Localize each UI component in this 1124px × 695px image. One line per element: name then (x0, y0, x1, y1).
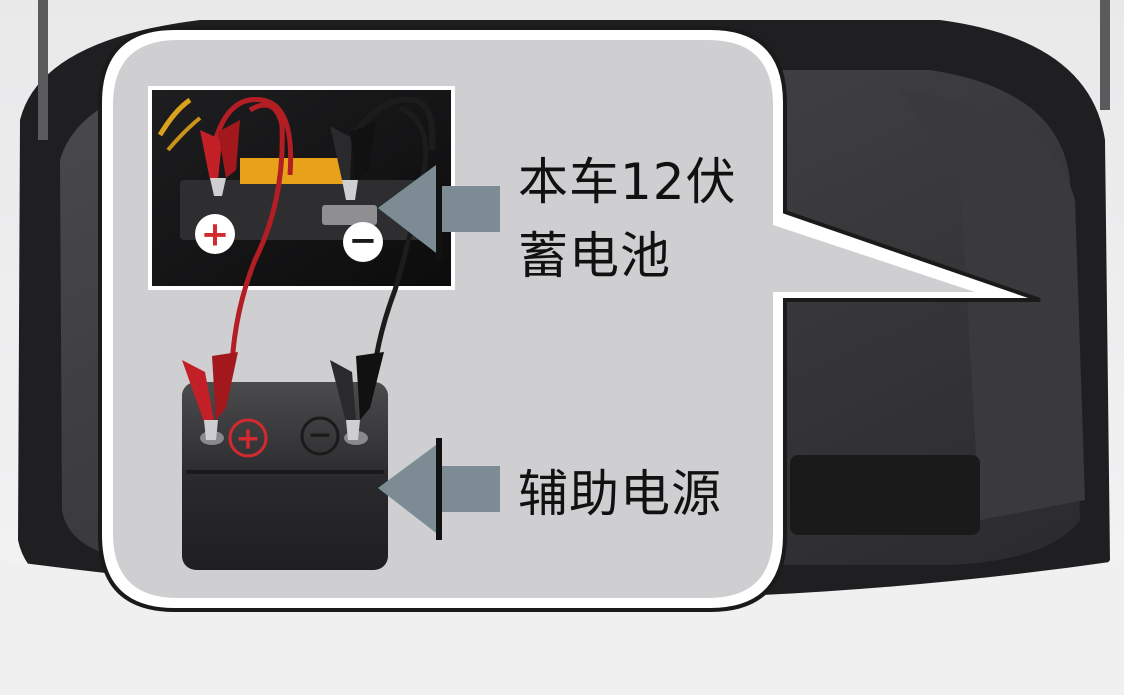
positive-terminal-mark: + (201, 215, 230, 255)
vehicle-battery-photo: + − (148, 86, 455, 290)
negative-terminal-mark: − (349, 221, 378, 261)
positive-cable (229, 102, 285, 366)
vehicle-battery-label-line2: 蓄电池 (518, 227, 671, 285)
alligator-clamp-icon (200, 120, 240, 196)
negative-terminal-mark: − (307, 418, 332, 453)
alligator-clamp-icon (182, 352, 238, 440)
auxiliary-power-label: 辅助电源 (518, 465, 722, 523)
minus-circle-icon: − (343, 221, 383, 262)
arrow-left-icon (378, 438, 500, 540)
negative-cable (372, 105, 429, 366)
minus-circle-icon: − (300, 416, 340, 456)
jumper-cables (229, 102, 429, 366)
plus-circle-icon: + (228, 418, 268, 458)
plus-circle-icon: + (195, 214, 235, 255)
positive-terminal-mark: + (235, 422, 260, 457)
auxiliary-battery: + − (182, 352, 388, 570)
alligator-clamp-icon (330, 352, 384, 440)
vehicle-battery-label-line1: 本车12伏 (518, 153, 737, 211)
alligator-clamp-icon (330, 122, 376, 200)
arrow-left-icon (378, 158, 500, 260)
